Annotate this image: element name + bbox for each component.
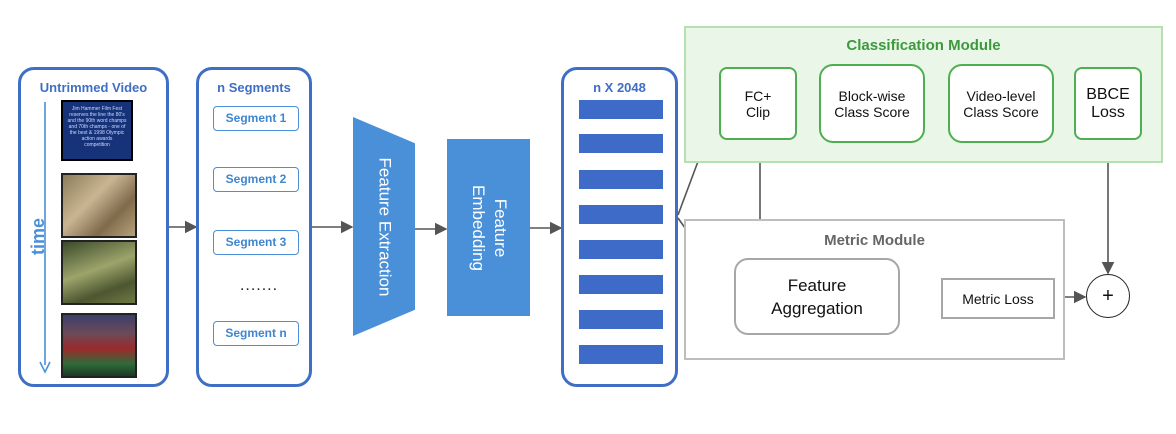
panel-title: Untrimmed Video xyxy=(39,80,148,95)
feature-bar xyxy=(579,134,663,153)
feature-bar xyxy=(579,100,663,119)
classification-module-title: Classification Module xyxy=(846,37,1001,54)
bbce-loss-box: BBCE Loss xyxy=(1074,67,1142,140)
metric-module-title: Metric Module xyxy=(824,232,925,249)
embedding-features-panel: n X 2048 xyxy=(561,67,678,387)
segment-3: Segment 3 xyxy=(213,230,299,255)
panel-title: n X 2048 xyxy=(593,80,646,95)
block-wise-score-box: Block-wise Class Score xyxy=(819,64,925,143)
video-level-score-box: Video-level Class Score xyxy=(948,64,1054,143)
segments-panel: n Segments Segment 1 Segment 2 Segment 3… xyxy=(196,67,312,387)
feature-extraction-block xyxy=(353,117,415,336)
feature-aggregation-box: Feature Aggregation xyxy=(734,258,900,335)
feature-bar xyxy=(579,345,663,364)
feature-embedding-label: Feature Embedding xyxy=(468,184,510,271)
video-frame-3 xyxy=(61,240,137,305)
feature-extraction-label-wrap: Feature Extraction xyxy=(353,117,415,336)
video-frame-2 xyxy=(61,173,137,238)
segment-2: Segment 2 xyxy=(213,167,299,192)
time-label: time xyxy=(28,217,48,255)
metric-loss-box: Metric Loss xyxy=(941,278,1055,319)
feature-bar xyxy=(579,275,663,294)
fc-clip-box: FC+ Clip xyxy=(719,67,797,140)
feature-embedding-block: Feature Embedding xyxy=(447,139,530,316)
segment-n: Segment n xyxy=(213,321,299,346)
feature-bar xyxy=(579,170,663,189)
feature-bar xyxy=(579,240,663,259)
time-arrow xyxy=(39,102,51,374)
feature-extraction-label: Feature Extraction xyxy=(375,157,394,296)
untrimmed-video-panel: Untrimmed Video time Jim Hammer Film Fes… xyxy=(18,67,169,387)
video-frame-1: Jim Hammer Film Fest reserves the line t… xyxy=(61,100,133,161)
feature-bar xyxy=(579,205,663,224)
video-frame-4 xyxy=(61,313,137,378)
feature-bar xyxy=(579,310,663,329)
segment-1: Segment 1 xyxy=(213,106,299,131)
panel-title: n Segments xyxy=(217,80,291,95)
segments-ellipsis: ....... xyxy=(239,277,279,294)
sum-node: + xyxy=(1086,274,1130,318)
